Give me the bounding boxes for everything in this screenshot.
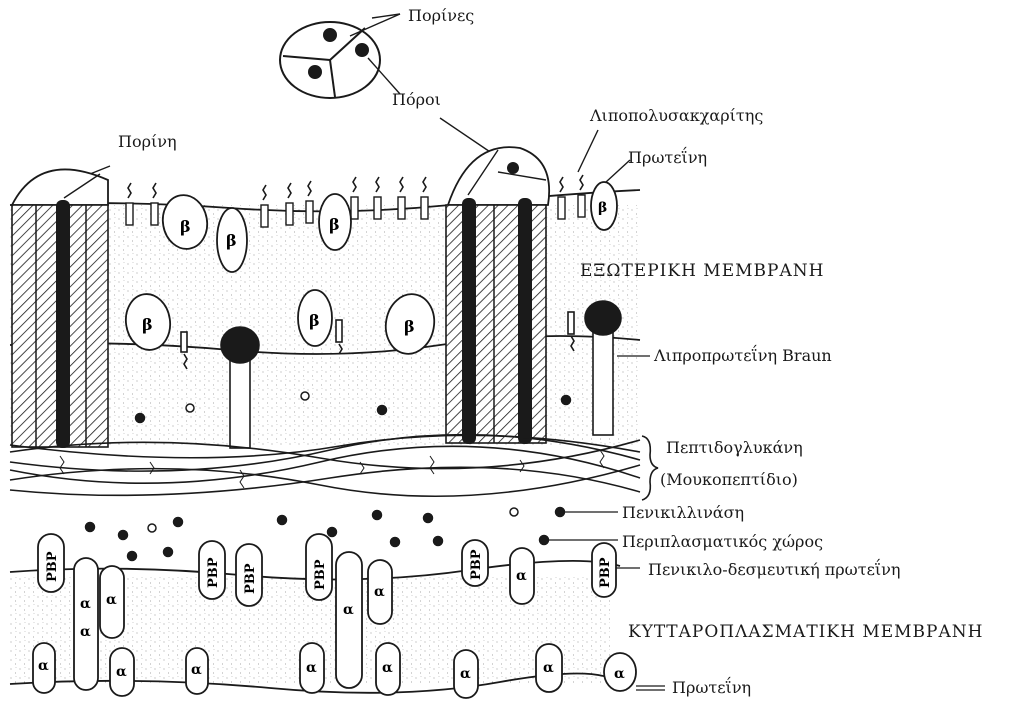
label-pores: Πόροι [392, 92, 441, 108]
pbp-label: PBP [469, 549, 484, 580]
label-periplasmic-space: Περιπλασματικός χώρος [622, 534, 823, 550]
beta-label: β [404, 317, 415, 336]
label-cytoplasmic-membrane: ΚΥΤΤΑΡΟΠΛΑΣΜΑΤΙΚΗ ΜΕΜΒΡΑΝΗ [628, 624, 983, 641]
label-peptidoglycan: Πεπτιδογλυκάνη [666, 440, 803, 456]
alpha-label: α [80, 596, 91, 612]
porin-channel-right [446, 147, 549, 444]
pbp-label: PBP [206, 557, 221, 588]
label-outer-membrane: ΕΞΩΤΕΡΙΚΗ ΜΕΜΒΡΑΝΗ [580, 263, 824, 280]
beta-label: β [226, 231, 237, 250]
alpha-label: α [614, 666, 625, 682]
alpha-label: α [516, 568, 527, 584]
label-protein-top: Πρωτεΐνη [628, 150, 707, 166]
beta-label: β [309, 311, 320, 330]
beta-label: β [329, 215, 340, 234]
label-mucopeptide: (Μουκοπεπτίδιο) [660, 472, 798, 488]
alpha-label: α [106, 592, 117, 608]
alpha-label: α [306, 660, 317, 676]
alpha-label: α [38, 658, 49, 674]
beta-label: β [180, 217, 191, 236]
label-penicillinase: Πενικιλλινάση [622, 505, 744, 521]
pbp-label: PBP [243, 563, 258, 594]
alpha-label: α [116, 664, 127, 680]
beta-label: β [142, 315, 153, 334]
label-braun-lipoprotein: Λιπροπρωτεΐνη Braun [654, 348, 832, 364]
alpha-label: α [374, 584, 385, 600]
alpha-label: α [382, 660, 393, 676]
porin-trimer-detail [280, 22, 380, 98]
alpha-label: α [191, 662, 202, 678]
alpha-label: α [543, 660, 554, 676]
pbp-label: PBP [313, 559, 328, 590]
beta-label: β [598, 200, 607, 216]
label-lipopolysaccharide: Λιποπολυσακχαρίτης [590, 108, 763, 124]
pbp-label: PBP [45, 551, 60, 582]
label-penicillin-binding-protein: Πενικιλο-δεσμευτική πρωτεΐνη [648, 562, 900, 578]
porin-channel-left [12, 169, 108, 448]
label-protein-bottom: Πρωτεΐνη [672, 680, 751, 696]
alpha-label: α [460, 666, 471, 682]
label-porin: Πορίνη [118, 134, 177, 150]
label-porins: Πορίνες [408, 8, 474, 24]
alpha-label: α [343, 602, 354, 618]
peptidoglycan-brace [642, 436, 658, 500]
alpha-label: α [80, 624, 91, 640]
pbp-label: PBP [598, 557, 613, 588]
